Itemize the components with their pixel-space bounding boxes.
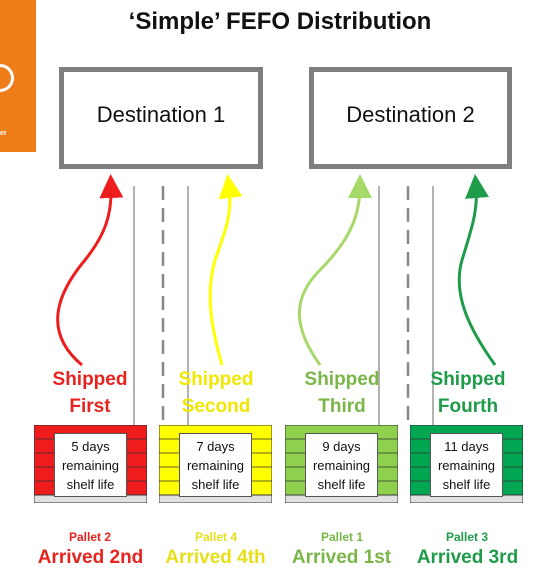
pallet-name-3: Pallet 1 <box>320 530 364 544</box>
arrived-label-1: Arrived 2nd <box>37 547 144 568</box>
pallet-name-4: Pallet 3 <box>445 530 489 544</box>
arrived-label-3: Arrived 1st <box>291 547 392 568</box>
arrow-red <box>56 174 124 367</box>
diagram-title: ‘Simple’ FEFO Distribution <box>128 8 432 35</box>
pallet-name-1: Pallet 2 <box>68 530 112 544</box>
destination-2-label: Destination 2 <box>346 102 475 127</box>
destination-1-label: Destination 1 <box>96 102 226 127</box>
pallet-name-2: Pallet 4 <box>194 530 238 544</box>
brand-logo: er <box>0 0 36 152</box>
arrow-dark-green <box>457 174 497 366</box>
logo-text: er <box>0 130 7 137</box>
destination-2-box: Destination 2 <box>309 67 512 169</box>
arrow-light-green <box>297 174 372 366</box>
arrow-yellow <box>208 174 243 366</box>
destination-1-box: Destination 1 <box>59 67 263 169</box>
arrived-label-2: Arrived 4th <box>165 547 266 568</box>
arrived-label-4: Arrived 3rd <box>416 547 519 568</box>
